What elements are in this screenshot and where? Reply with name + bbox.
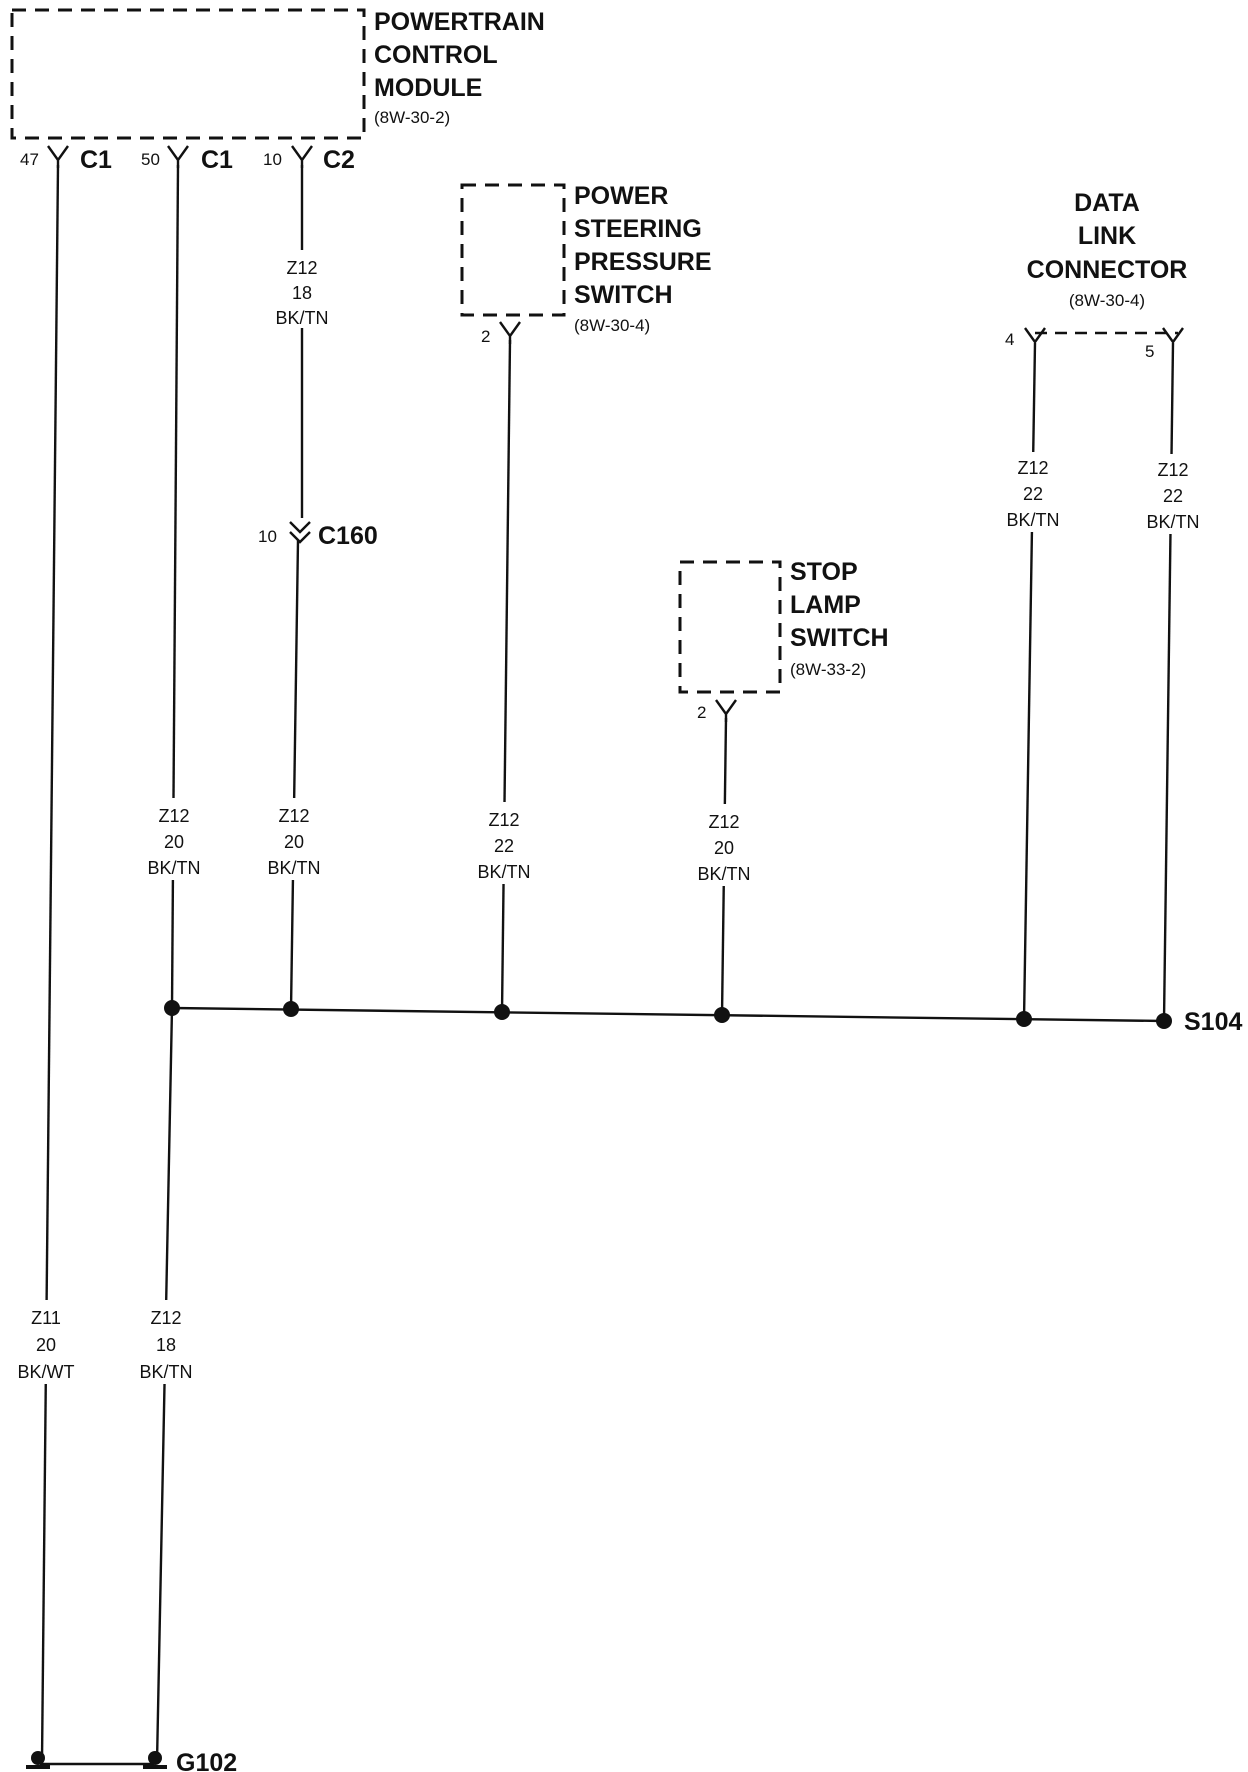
wire-color: BK/TN: [697, 864, 750, 884]
wire-color: BK/TN: [267, 858, 320, 878]
wire-gauge: 18: [292, 283, 312, 303]
wire-color: BK/TN: [275, 308, 328, 328]
wire-circuit: Z12: [488, 810, 519, 830]
splice-name: S104: [1184, 1008, 1242, 1036]
wire-circuit: Z12: [708, 812, 739, 832]
sls-outline: [678, 560, 782, 694]
wire-splice-ground: [155, 1007, 174, 1763]
wire-dlc4: [1022, 342, 1037, 1021]
sls-label: STOP LAMP SWITCH (8W-33-2): [790, 558, 889, 679]
pss-name-line-2: STEERING: [574, 215, 702, 243]
wire-c160-lower: [289, 539, 300, 1011]
wire-pcm50: [170, 164, 180, 1009]
wire-label-pcm47: Z11 20 BK/WT: [6, 1300, 86, 1384]
wire-gauge: 20: [284, 832, 304, 852]
pin-sls2-symbol: [715, 699, 737, 722]
pin-dlc4-number: 4: [1005, 330, 1014, 349]
wire-label-dlc4: Z12 22 BK/TN: [993, 452, 1073, 532]
wire-gauge: 20: [714, 838, 734, 858]
wire-pss: [500, 339, 512, 1014]
inline-connector-c160-symbol: [289, 521, 311, 544]
dlc-name-line-3: CONNECTOR: [1027, 256, 1188, 284]
pin-dlc4-symbol: [1024, 327, 1046, 345]
pin-pss2-symbol: [499, 321, 521, 344]
wire-circuit: Z12: [150, 1308, 181, 1328]
wire-color: BK/TN: [1006, 510, 1059, 530]
wire-label-pss: Z12 22 BK/TN: [464, 802, 544, 884]
pcm-outline: [10, 8, 366, 140]
wire-color: BK/TN: [139, 1362, 192, 1382]
wire-circuit: Z12: [158, 806, 189, 826]
pcm-name-line-3: MODULE: [374, 74, 482, 102]
c160-pin-number: 10: [258, 527, 277, 546]
wire-circuit: Z12: [1157, 460, 1188, 480]
pin-pcm47-connector: C1: [80, 146, 112, 174]
splice-dot: [164, 1000, 180, 1016]
wire-circuit: Z12: [1017, 458, 1048, 478]
pin-pcm50-symbol: [167, 145, 189, 168]
dlc-name-line-2: LINK: [1078, 222, 1136, 250]
splice-dot: [494, 1004, 510, 1020]
wire-gauge: 20: [164, 832, 184, 852]
pss-name-line-4: SWITCH: [574, 281, 673, 309]
pss-ref: (8W-30-4): [574, 316, 650, 335]
wire-label-pcm50-upper: Z12 20 BK/TN: [134, 798, 214, 880]
dlc-label: DATA LINK CONNECTOR (8W-30-4): [1027, 189, 1188, 310]
pin-pss2-number: 2: [481, 327, 490, 346]
wire-circuit: Z12: [278, 806, 309, 826]
wire-circuit: Z12: [286, 258, 317, 278]
wire-gauge: 22: [1023, 484, 1043, 504]
wire-label-splice-ground: Z12 18 BK/TN: [126, 1300, 206, 1384]
pin-pcm47-symbol: [47, 145, 69, 168]
dlc-ref: (8W-30-4): [1069, 291, 1145, 310]
wire-dlc5: [1162, 342, 1175, 1022]
wire-label-pcm10-upper: Z12 18 BK/TN: [266, 250, 338, 328]
wire-label-dlc5: Z12 22 BK/TN: [1133, 454, 1213, 534]
wire-color: BK/TN: [147, 858, 200, 878]
wire-label-sls: Z12 20 BK/TN: [684, 804, 764, 886]
splice-dot: [714, 1007, 730, 1023]
wire-gauge: 20: [36, 1335, 56, 1355]
wire-circuit: Z11: [31, 1308, 61, 1328]
pin-pcm47-number: 47: [20, 150, 39, 169]
ground-name: G102: [176, 1749, 237, 1772]
pcm-name-line-1: POWERTRAIN: [374, 8, 545, 36]
splice-dot: [283, 1001, 299, 1017]
wire-pcm47: [40, 164, 60, 1761]
pin-pcm10-symbol: [291, 145, 313, 168]
splice-dot-s104: [1156, 1013, 1172, 1029]
pin-sls2-number: 2: [697, 703, 706, 722]
pin-pcm50-connector: C1: [201, 146, 233, 174]
pss-label: POWER STEERING PRESSURE SWITCH (8W-30-4): [574, 182, 712, 335]
wire-label-c160-lower: Z12 20 BK/TN: [254, 798, 334, 880]
pin-dlc5-symbol: [1162, 327, 1184, 345]
splice-dot: [1016, 1011, 1032, 1027]
pcm-label: POWERTRAIN CONTROL MODULE (8W-30-2): [374, 8, 545, 127]
sls-name-line-1: STOP: [790, 558, 858, 586]
pcm-name-line-2: CONTROL: [374, 41, 498, 69]
wire-gauge: 22: [1163, 486, 1183, 506]
pin-dlc5-number: 5: [1145, 342, 1154, 361]
wire-color: BK/TN: [1146, 512, 1199, 532]
dlc-name-line-1: DATA: [1074, 189, 1140, 217]
ground-symbol: [26, 1751, 50, 1769]
sls-ref: (8W-33-2): [790, 660, 866, 679]
pss-outline: [460, 183, 566, 317]
bus-line: [171, 1006, 1165, 1023]
sls-name-line-2: LAMP: [790, 591, 861, 619]
pcm-ref: (8W-30-2): [374, 108, 450, 127]
ground-symbol-g102: [143, 1751, 167, 1769]
pss-name-line-1: POWER: [574, 182, 668, 210]
sls-name-line-3: SWITCH: [790, 624, 889, 652]
wire-gauge: 22: [494, 836, 514, 856]
pin-pcm10-number: 10: [263, 150, 282, 169]
wire-color: BK/WT: [18, 1362, 75, 1382]
pin-pcm50-number: 50: [141, 150, 160, 169]
pss-name-line-3: PRESSURE: [574, 248, 712, 276]
wire-gauge: 18: [156, 1335, 176, 1355]
pin-pcm10-connector: C2: [323, 146, 355, 174]
c160-connector-name: C160: [318, 522, 378, 550]
wire-color: BK/TN: [477, 862, 530, 882]
